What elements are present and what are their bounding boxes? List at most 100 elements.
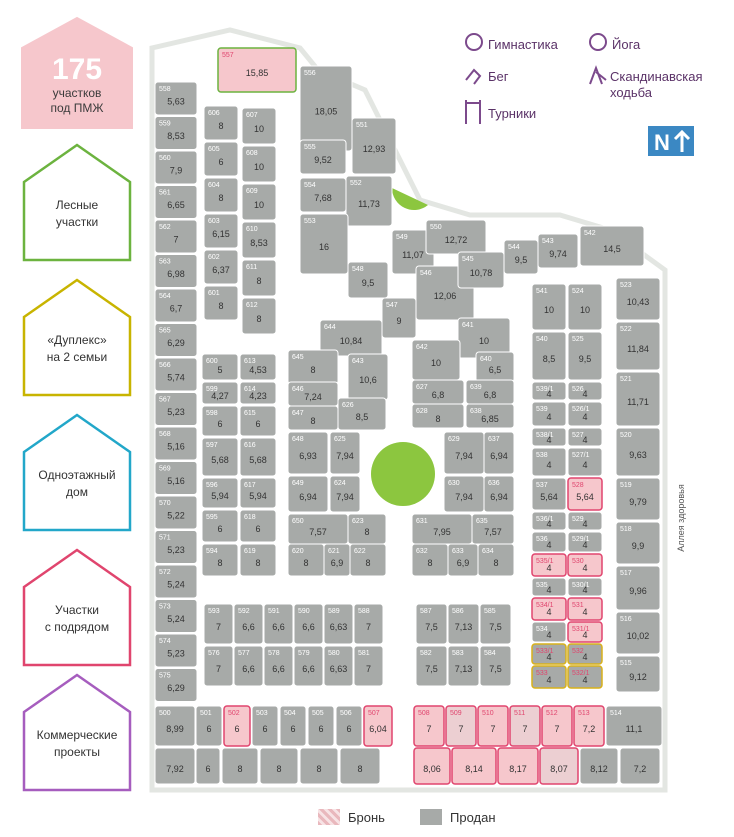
running-item[interactable]: Бег (465, 68, 509, 85)
plot[interactable]: 8 (259, 747, 299, 785)
plot[interactable]: 6 (195, 747, 221, 785)
nordic-walking-item[interactable]: Скандинавская ходьба (589, 65, 703, 100)
plot[interactable]: 8,14 (451, 747, 497, 785)
plot[interactable]: 527/14 (567, 447, 603, 477)
plot[interactable]: 8 (299, 747, 339, 785)
plot[interactable]: 530/14 (567, 577, 603, 597)
plot[interactable]: 8,12 (579, 747, 619, 785)
plot[interactable]: 538/14 (531, 427, 567, 447)
plot[interactable]: 539/14 (531, 381, 567, 401)
plot[interactable]: 529/14 (567, 531, 603, 553)
plot[interactable]: 531/14 (567, 621, 603, 643)
plot[interactable]: 7,2 (619, 747, 661, 785)
plot[interactable]: 533/14 (531, 643, 567, 665)
plot[interactable]: 8 (221, 747, 259, 785)
